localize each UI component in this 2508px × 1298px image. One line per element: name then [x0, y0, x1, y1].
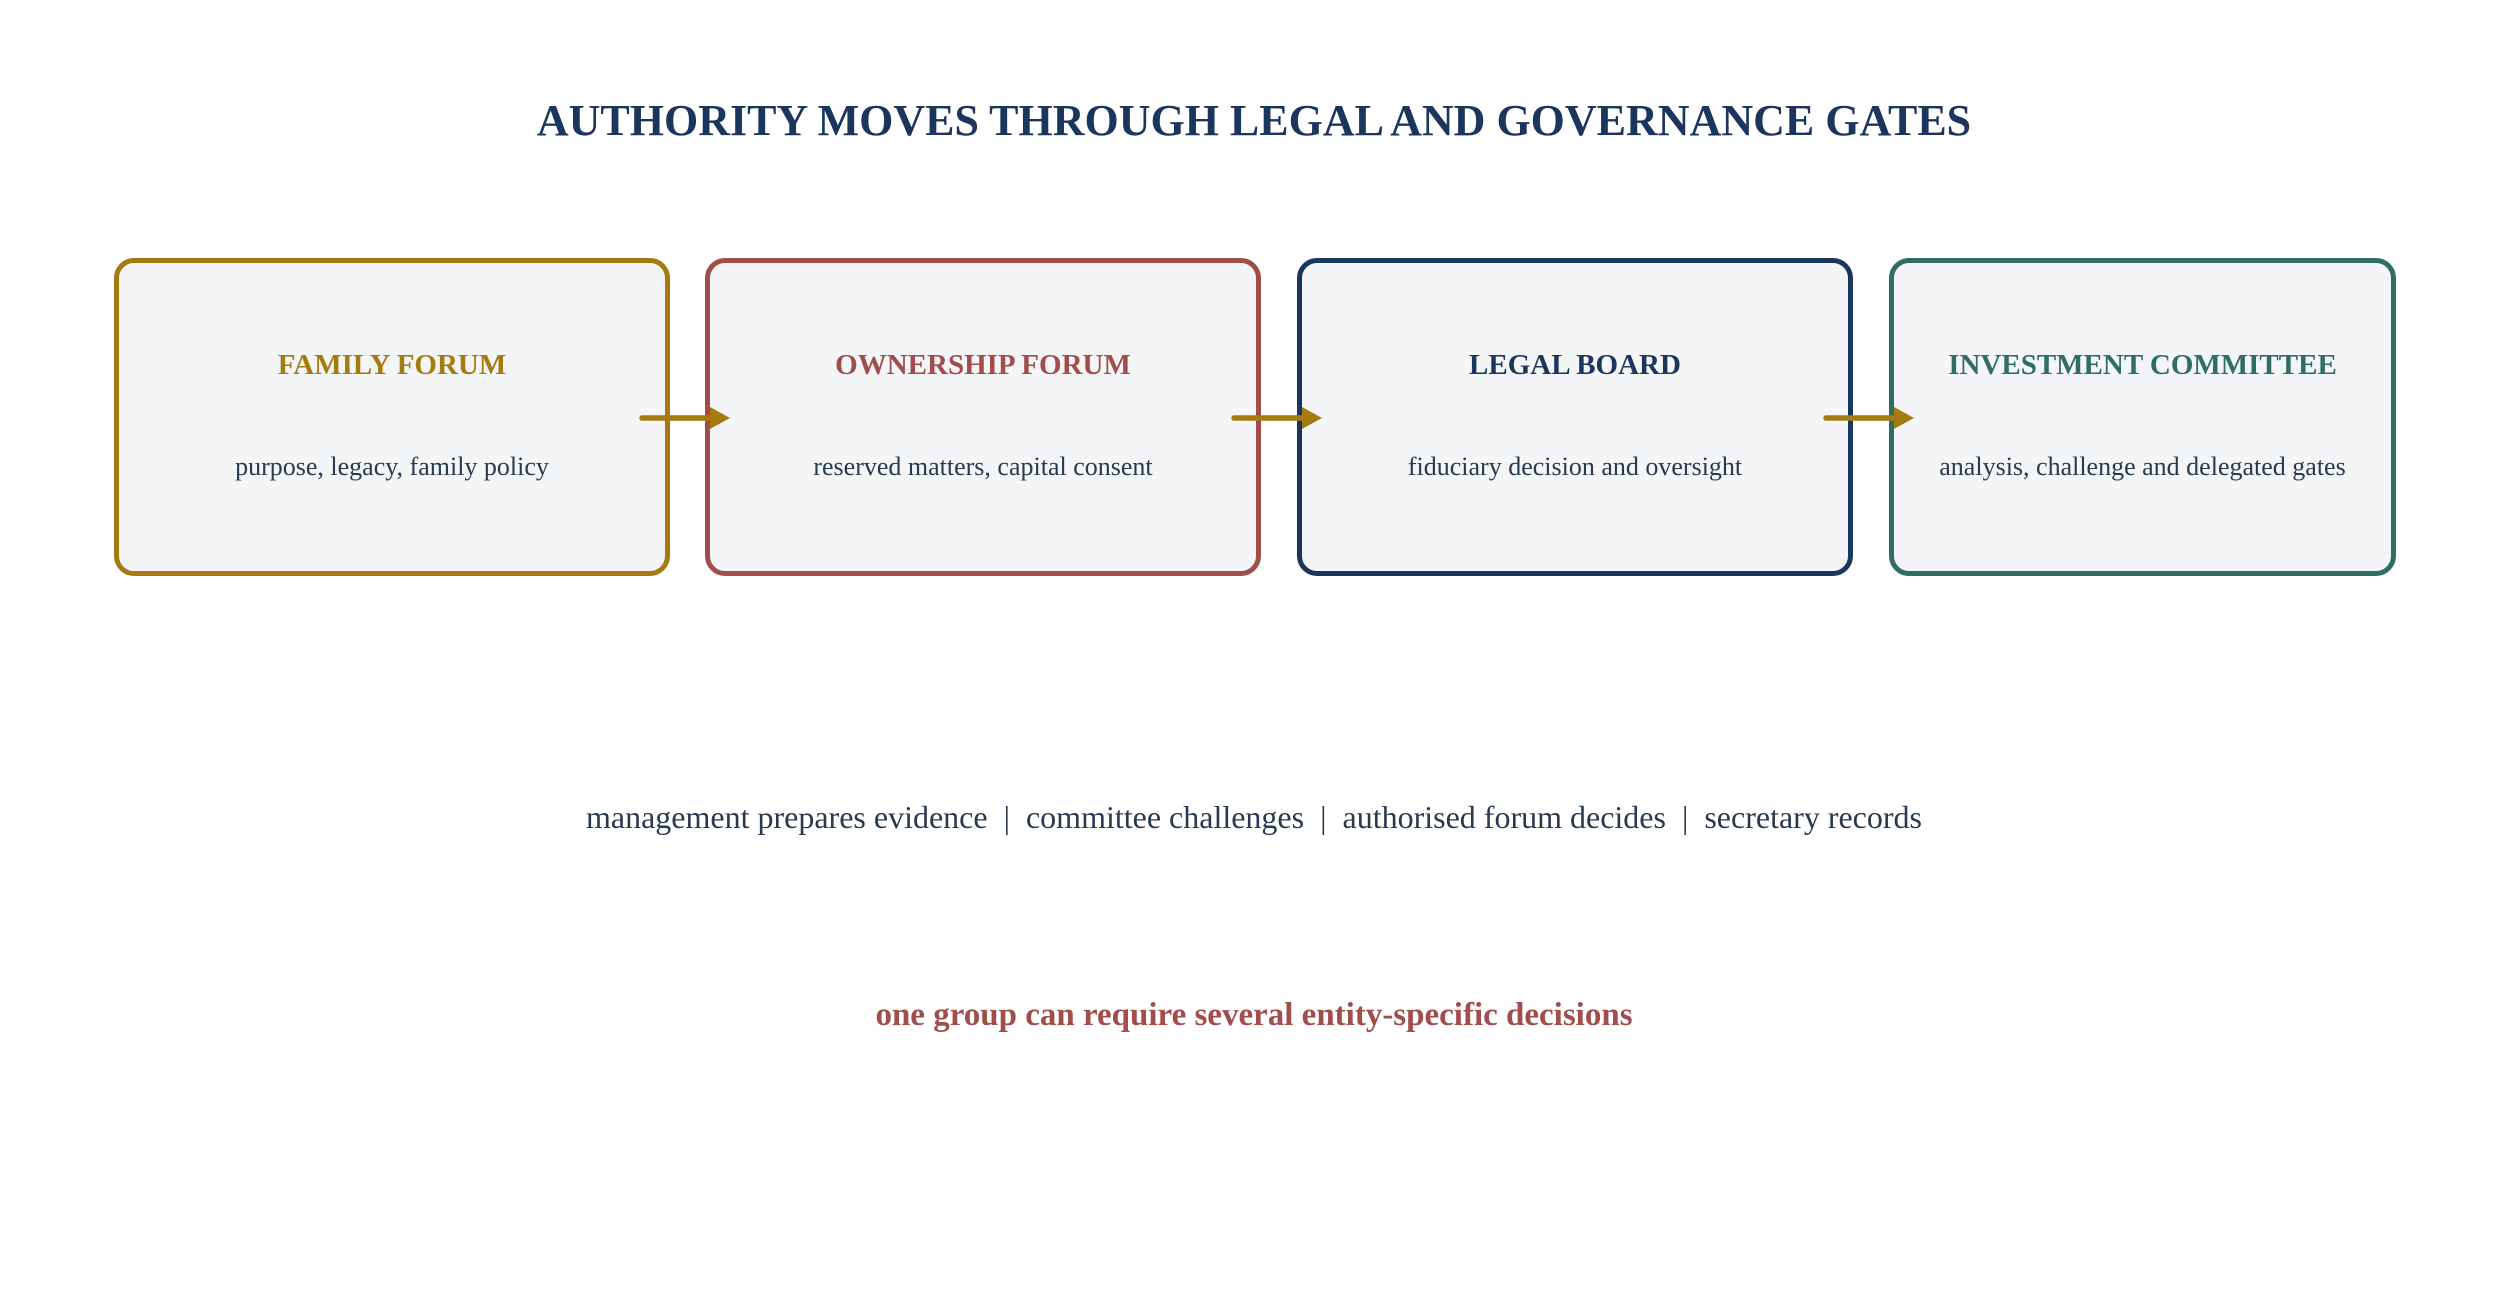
- process-separator: |: [1681, 799, 1689, 835]
- process-separator: |: [1003, 799, 1010, 835]
- arrow-family-to-ownership: [639, 407, 730, 429]
- diagram-title: AUTHORITY MOVES THROUGH LEGAL AND GOVERN…: [536, 96, 1972, 145]
- ownership-forum-description: reserved matters, capital consent: [813, 452, 1153, 481]
- process-step-decide: authorised forum decides: [1342, 799, 1666, 835]
- family-forum-box: FAMILY FORUM purpose, legacy, family pol…: [114, 258, 670, 576]
- footnote: one group can require several entity-spe…: [875, 997, 1633, 1033]
- legal-board-title: LEGAL BOARD: [1469, 349, 1681, 381]
- family-forum-description: purpose, legacy, family policy: [235, 452, 549, 481]
- ownership-forum-title: OWNERSHIP FORUM: [835, 349, 1131, 381]
- process-step-challenge: committee challenges: [1025, 799, 1305, 835]
- arrow-legal-board-to-investment-committee: [1823, 407, 1914, 429]
- investment-committee-box: INVESTMENT COMMITTEE analysis, challenge…: [1889, 258, 2396, 576]
- process-step-evidence: management prepares evidence: [586, 799, 988, 835]
- legal-board-description: fiduciary decision and oversight: [1407, 452, 1743, 481]
- ownership-forum-box: OWNERSHIP FORUM reserved matters, capita…: [705, 258, 1261, 576]
- process-step-record: secretary records: [1704, 799, 1922, 835]
- family-forum-title: FAMILY FORUM: [277, 349, 507, 381]
- legal-board-box: LEGAL BOARD fiduciary decision and overs…: [1297, 258, 1853, 576]
- arrow-ownership-to-legal-board: [1231, 407, 1322, 429]
- investment-committee-description: analysis, challenge and delegated gates: [1939, 452, 2346, 481]
- process-steps-line: management prepares evidence | committee c…: [0, 794, 2508, 840]
- process-separator: |: [1320, 799, 1327, 835]
- investment-committee-title: INVESTMENT COMMITTEE: [1948, 349, 2337, 381]
